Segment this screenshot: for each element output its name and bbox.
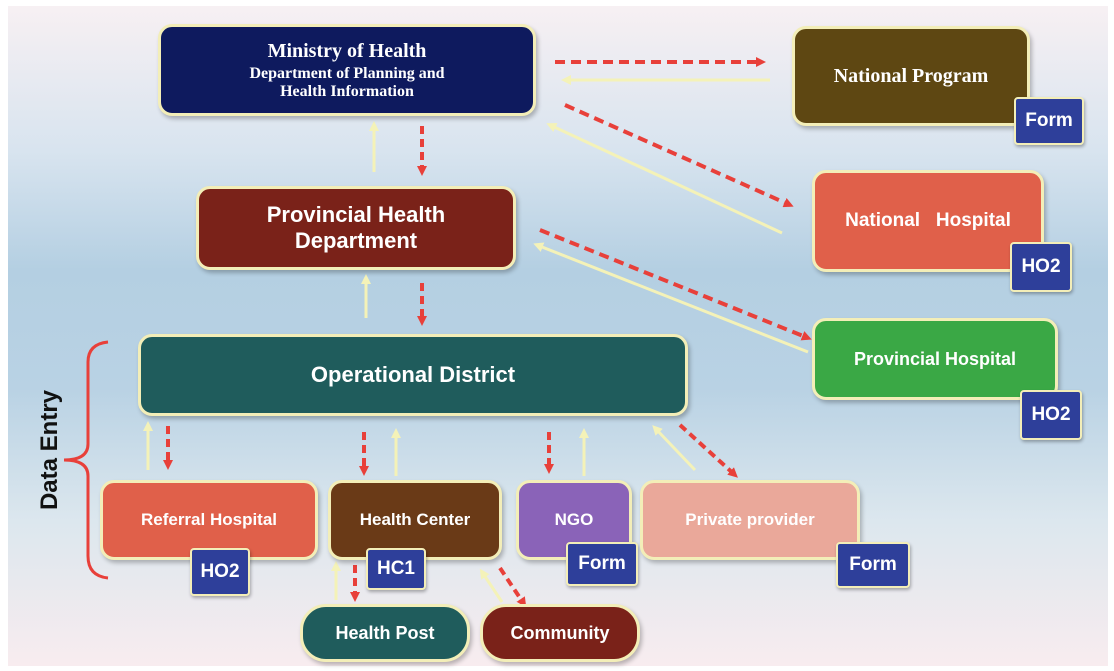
arrow-private-to-od	[652, 425, 697, 472]
arrow-provincial-to-provincial-hospital	[539, 228, 812, 341]
health-center-node: Health Center	[328, 480, 502, 560]
national-hospital-label: National Hospital	[845, 210, 1011, 231]
referral-hospital-node: Referral Hospital	[100, 480, 318, 560]
private-provider-form-tag: Form	[836, 542, 910, 588]
provincial-health-department-node: Provincial Health Department	[196, 186, 516, 270]
ngo-form-tag: Form	[566, 542, 638, 586]
operational-district-node: Operational District	[138, 334, 688, 416]
ngo-label: NGO	[554, 510, 594, 529]
private-provider-label: Private provider	[685, 510, 815, 529]
referral-hospital-label: Referral Hospital	[140, 510, 278, 529]
arrow-ministry-to-national-hospital	[564, 103, 794, 208]
operational-district-label: Operational District	[310, 362, 516, 387]
arrow-health-center-to-community	[498, 566, 527, 608]
health-post-label: Health Post	[335, 622, 435, 643]
national-program-node: National Program	[792, 26, 1030, 126]
provincial-hospital-ho2-tag: HO2	[1020, 390, 1082, 440]
health-center-hc1-tag: HC1	[366, 548, 426, 590]
ministry-of-health-node: Ministry of Health Department of Plannin…	[158, 24, 536, 116]
ministry-health-info-line: Health Information	[280, 82, 414, 100]
provincial-dept-line2: Department	[294, 228, 418, 253]
arrow-provincial-hospital-to-provincial	[533, 242, 809, 354]
ministry-department-line: Department of Planning and	[249, 64, 445, 82]
national-program-form-tag: Form	[1014, 97, 1084, 145]
ministry-title: Ministry of Health	[267, 39, 427, 62]
data-entry-label-wrap: Data Entry	[25, 380, 75, 520]
provincial-dept-line1: Provincial Health	[266, 202, 446, 227]
arrow-od-to-private	[678, 423, 738, 478]
referral-hospital-ho2-tag: HO2	[190, 548, 250, 596]
arrow-national-hospital-to-ministry	[546, 122, 783, 235]
arrow-community-to-health-center	[479, 568, 504, 603]
community-label: Community	[510, 622, 610, 643]
national-hospital-node: National Hospital	[812, 170, 1044, 272]
national-hospital-ho2-tag: HO2	[1010, 242, 1072, 292]
health-center-label: Health Center	[359, 510, 471, 529]
private-provider-node: Private provider	[640, 480, 860, 560]
data-entry-label: Data Entry	[36, 389, 64, 511]
community-node: Community	[480, 604, 640, 662]
provincial-hospital-label: Provincial Hospital	[853, 348, 1017, 369]
national-program-label: National Program	[833, 64, 989, 87]
data-entry-bracket	[63, 340, 109, 580]
health-post-node: Health Post	[300, 604, 470, 662]
provincial-hospital-node: Provincial Hospital	[812, 318, 1058, 400]
